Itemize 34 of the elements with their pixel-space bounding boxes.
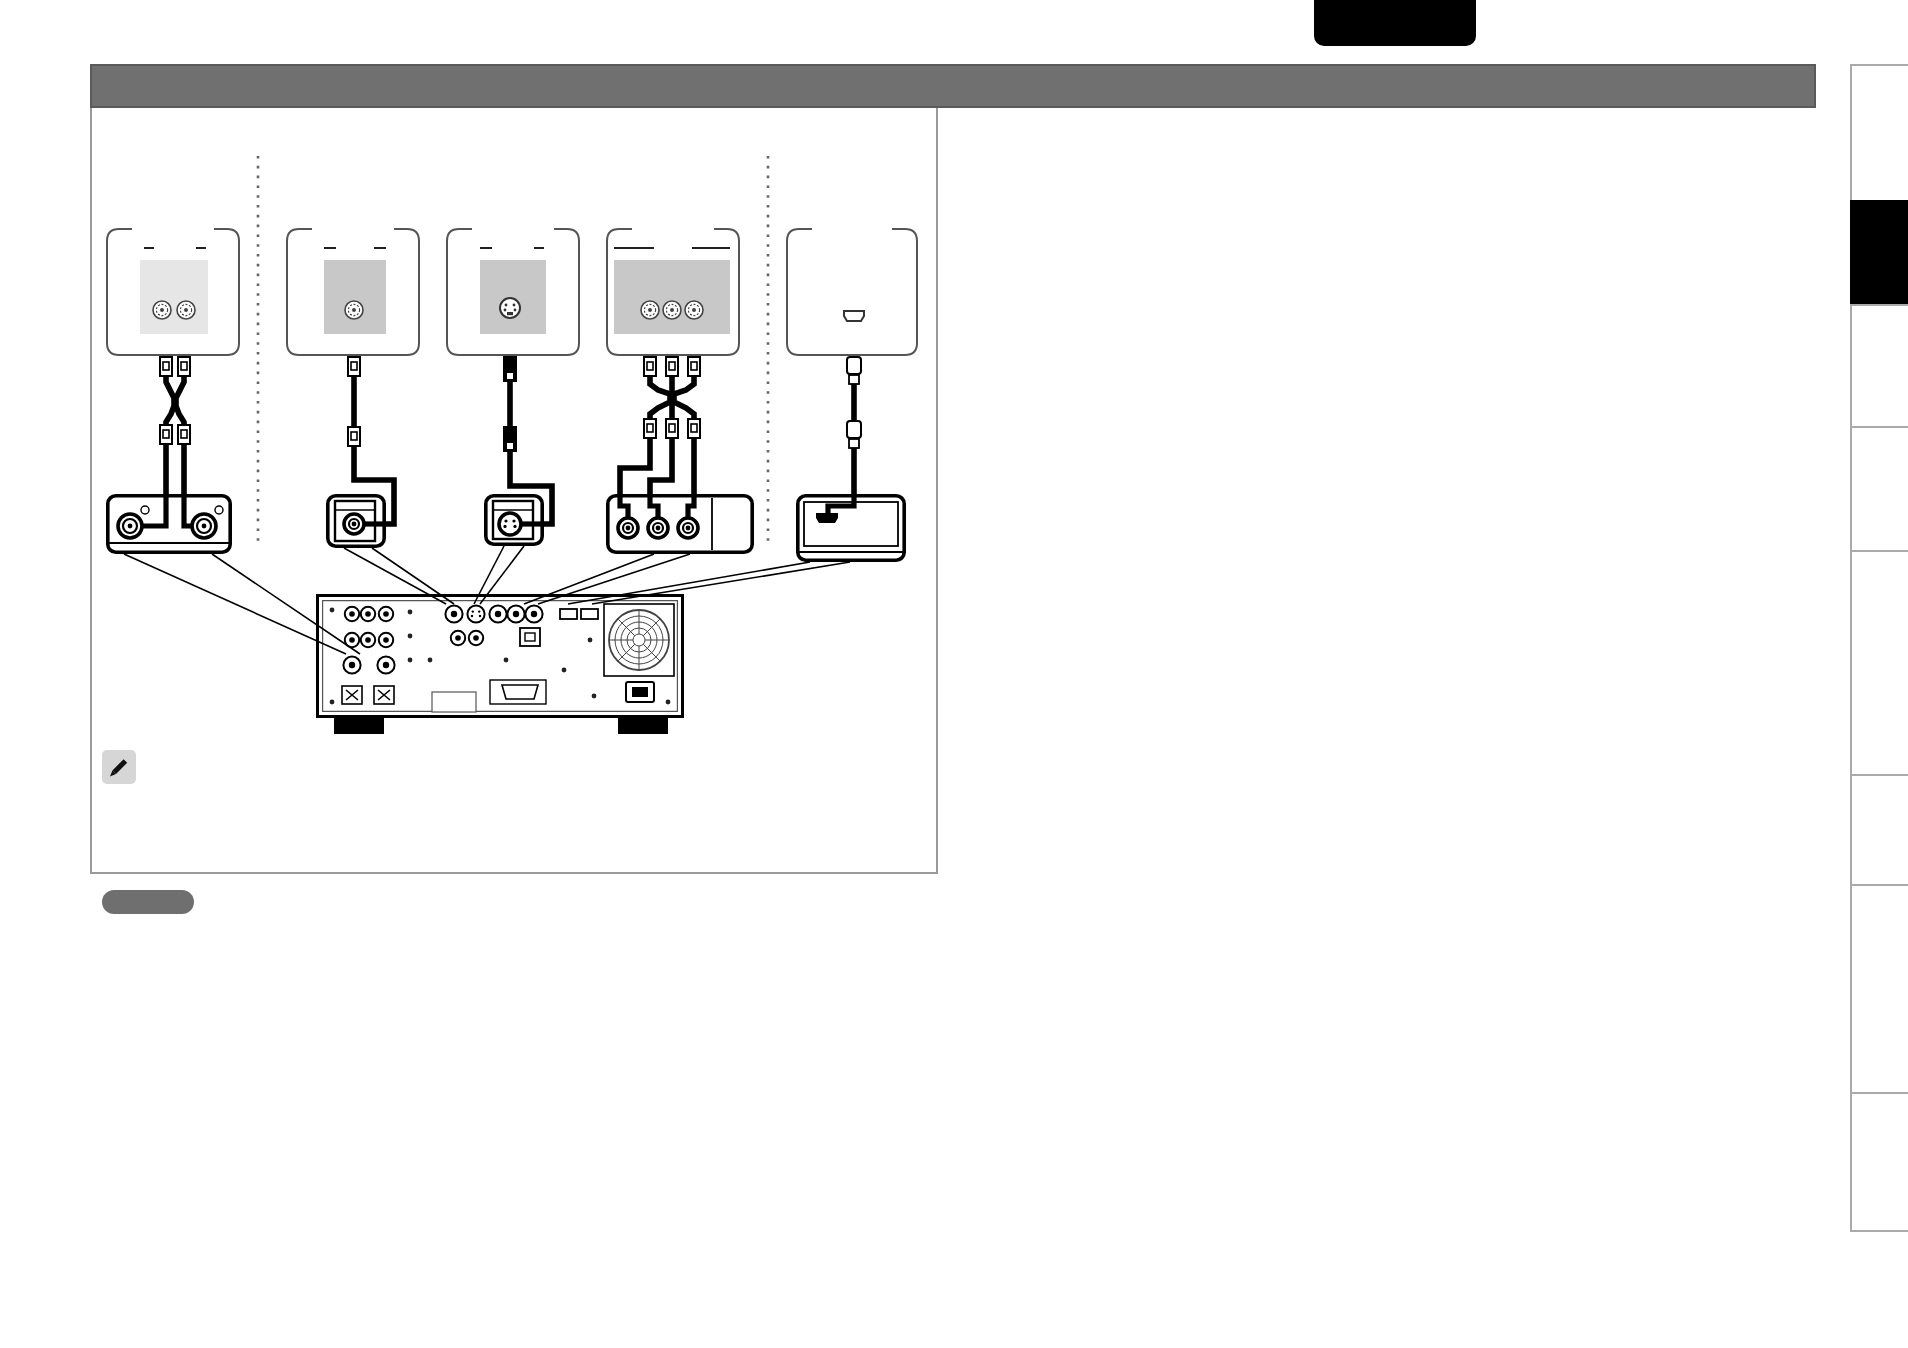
leader-line [567,561,811,605]
leader-line [343,547,447,605]
leader-line [591,561,851,605]
cable [671,356,701,494]
cable [647,356,679,494]
device-panel [446,228,580,356]
video-jack-icon [444,604,464,624]
hdmi-ports-icon [558,604,600,624]
leader-line [473,545,505,605]
jack-panel-closeup [326,494,386,548]
cable [617,356,673,494]
device-panel [786,228,918,356]
cable [846,356,862,494]
jack-panel-closeup [484,494,544,546]
s-video-jack-icon [466,604,486,624]
device-panel [286,228,420,356]
component-jacks-icon [488,604,544,624]
device-panel [106,228,240,356]
jack-panel-closeup [606,494,754,554]
cable [159,356,177,494]
leader-line [123,553,347,655]
leader-line [537,553,691,605]
jack-panel-closeup [796,494,906,562]
leader-line [371,547,455,605]
cable [173,356,191,494]
leader-line [523,553,655,605]
leader-line [479,545,525,605]
rear-panel [316,594,684,718]
device-panel [606,228,740,356]
jack-panel-closeup [106,494,232,554]
leader-line [211,553,361,655]
rca-jacks-icon [342,654,396,676]
cable [503,356,555,527]
cable [347,356,397,527]
